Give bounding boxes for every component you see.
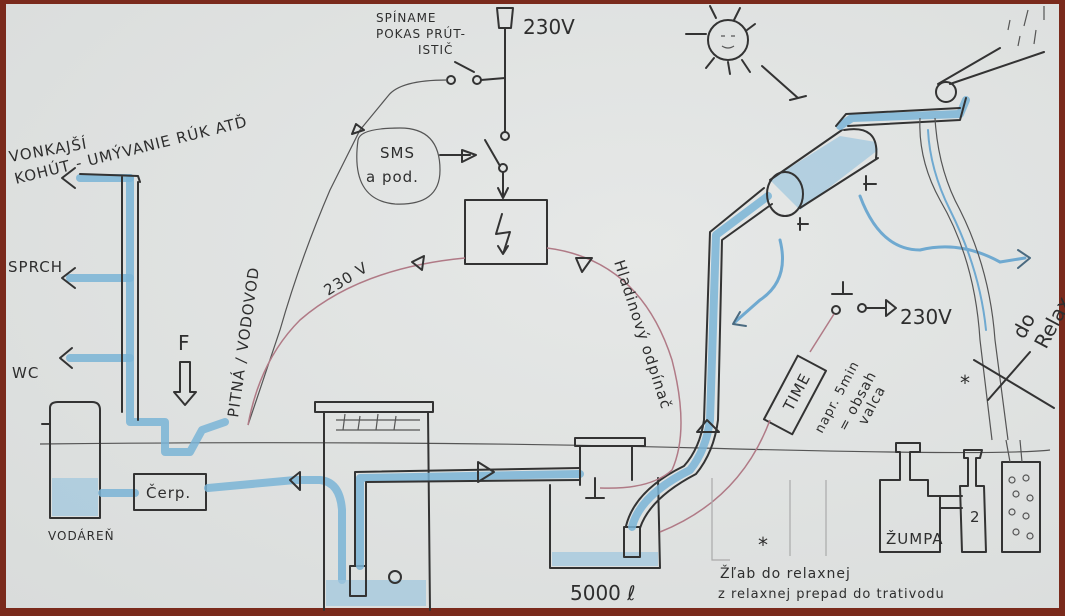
- distribution-pipe: [59, 167, 229, 456]
- timer-wire: [809, 313, 835, 353]
- control-box: [464, 199, 548, 265]
- footnote-marker: *: [758, 533, 768, 557]
- mains-voltage-right: 230V: [900, 305, 952, 329]
- cross-mark: [973, 351, 1055, 409]
- shower-label: SPRCH: [8, 258, 63, 276]
- waterworks-label: VODÁREŇ: [48, 528, 115, 543]
- paper-sheet: [6, 4, 1059, 608]
- sms-bubble: [356, 127, 441, 205]
- overflow-line: [858, 194, 1027, 264]
- waterworks-tank: [41, 401, 101, 519]
- flow-arrow-left: [289, 471, 301, 491]
- breaker-switch-icon: [446, 61, 506, 85]
- flow-arrow-right: [477, 461, 495, 483]
- chamber-number: 2: [970, 508, 981, 526]
- sms-label-2: a pod.: [366, 168, 419, 186]
- downpipe: [919, 117, 1009, 441]
- level-switch-label: Hladinový odpínač: [610, 258, 675, 412]
- filter-label: F: [178, 331, 190, 355]
- switch-note-2: POKAS PRÚT-: [376, 26, 466, 41]
- solar-collector: [766, 128, 879, 231]
- control-wire: [247, 79, 448, 426]
- timer-label: TIME: [779, 370, 814, 415]
- level-switch-wire: [546, 247, 682, 489]
- gutter: [935, 6, 1045, 103]
- pump-box: [133, 473, 207, 511]
- mains-voltage-top: 230V: [523, 15, 575, 39]
- push-switch-icon: [831, 281, 897, 317]
- drinking-water-label: PITNÁ / VODOVOD: [223, 265, 263, 418]
- footnote-line-1: Žľab do relaxnej: [720, 564, 851, 582]
- wire-230v-label: 230 V: [321, 258, 372, 299]
- soakaway: [1001, 461, 1041, 553]
- flow-arrow-up: [696, 419, 720, 433]
- power-wire: [247, 257, 466, 426]
- lightning-icon: [495, 213, 511, 255]
- sun-ray-arrow: [761, 65, 807, 101]
- plug-icon: [496, 7, 514, 141]
- sms-label-1: SMS: [380, 144, 415, 162]
- relay-switch-icon: [484, 139, 509, 199]
- switch-note-3: ISTIČ: [418, 42, 453, 57]
- tank-volume-label: 5000 ℓ: [570, 581, 636, 605]
- well-building: [314, 401, 434, 611]
- drain-line: [733, 238, 784, 324]
- float-valve-icon: [585, 477, 605, 499]
- valve-icon: [797, 175, 877, 231]
- wc-label: WC: [12, 364, 39, 382]
- asterisk-marker: *: [960, 371, 970, 395]
- cesspit: [879, 442, 987, 553]
- footnote-line-2: z relaxnej prepad do trativodu: [718, 587, 945, 602]
- pump-label: Čerp.: [146, 483, 191, 502]
- timer-to-pump-wire: [659, 419, 771, 533]
- sun-icon: [685, 5, 756, 75]
- timer-box: [762, 354, 828, 436]
- cesspit-label: ŽUMPA: [886, 529, 944, 548]
- switch-note-1: SPÍNAME: [376, 10, 437, 25]
- filter-arrow: [173, 361, 197, 406]
- sms-arrow: [439, 149, 477, 163]
